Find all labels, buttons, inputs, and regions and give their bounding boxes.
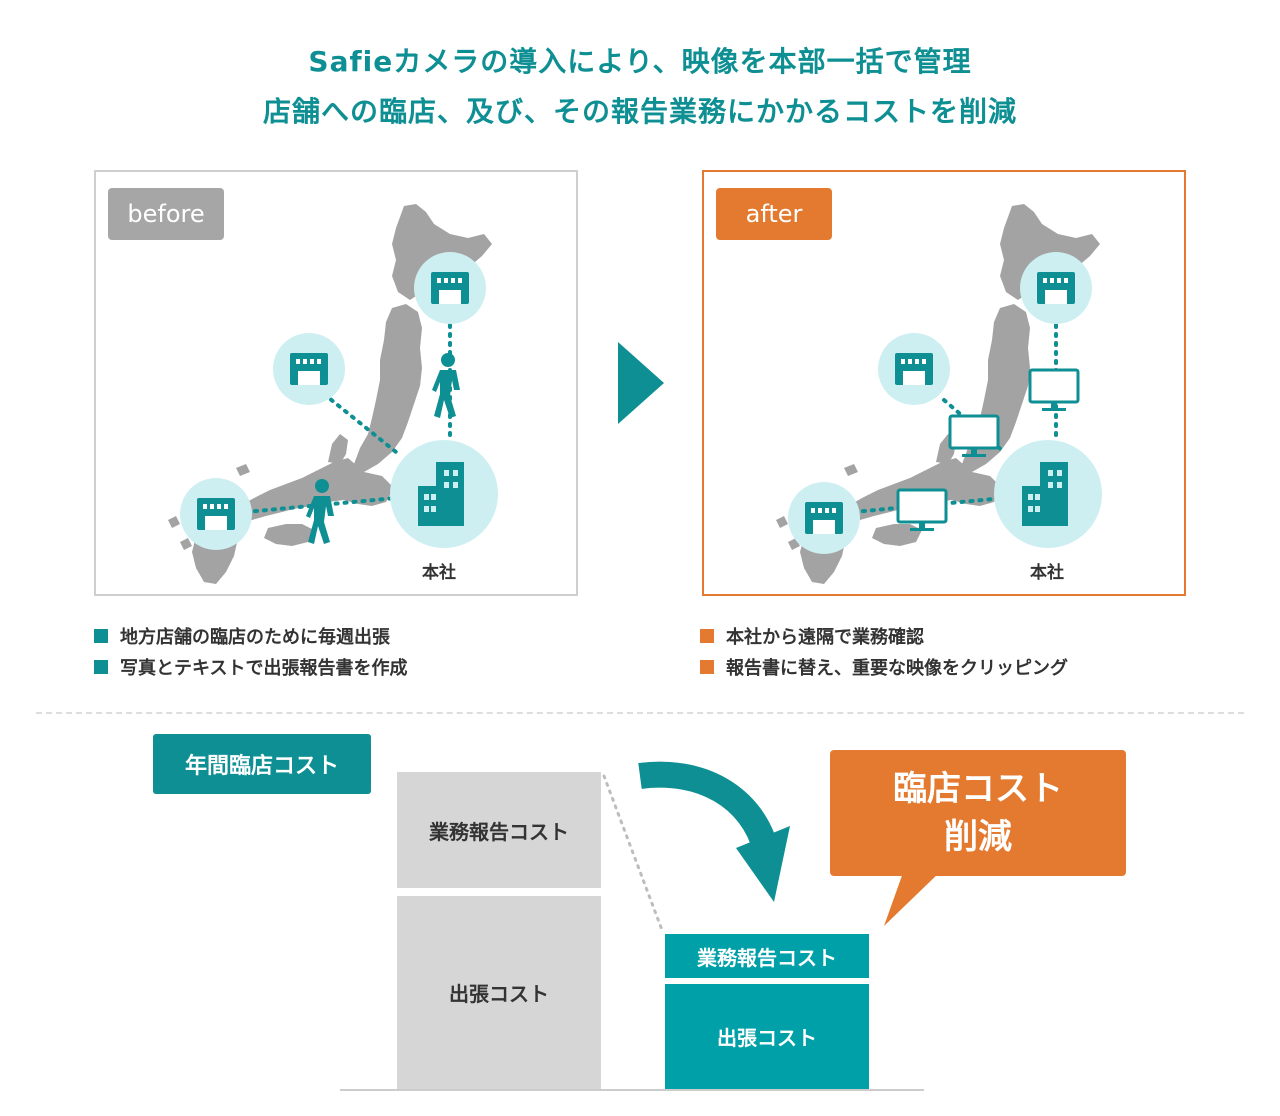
section-divider: [36, 712, 1244, 714]
hq-label-after: 本社: [1030, 563, 1064, 583]
before-bullets: 地方店舗の臨店のために毎週出張 写真とテキストで出張報告書を作成: [94, 620, 407, 682]
annual-cost-label: 年間臨店コスト: [153, 734, 371, 794]
callout-tail: [884, 870, 942, 926]
bullet-square-icon: [94, 659, 108, 674]
bullet-square-icon: [700, 659, 714, 674]
headline-line-1: Safieカメラの導入により、映像を本部一括で管理: [308, 45, 972, 78]
list-item: 写真とテキストで出張報告書を作成: [94, 651, 407, 682]
monitor-icon: [1028, 368, 1080, 413]
after-report-cost-bar: 業務報告コスト: [665, 934, 869, 978]
person-walking-icon: [432, 353, 460, 418]
bullet-square-icon: [94, 628, 108, 643]
store-icon: [895, 353, 933, 385]
bullet-text: 写真とテキストで出張報告書を作成: [120, 657, 408, 679]
after-panel: after 本社: [702, 170, 1186, 596]
curved-arrow-icon: [638, 761, 779, 854]
bullet-text: 本社から遠隔で業務確認: [726, 626, 924, 648]
callout-line-2: 削減: [944, 817, 1012, 857]
store-icon: [431, 272, 469, 304]
list-item: 地方店舗の臨店のために毎週出張: [94, 620, 407, 651]
bullet-text: 報告書に替え、重要な映像をクリッピング: [726, 657, 1068, 679]
callout-line-1: 臨店コスト: [893, 769, 1063, 809]
hq-label-before: 本社: [422, 563, 456, 583]
chart-baseline: [340, 1089, 924, 1091]
store-icon: [805, 502, 843, 534]
curved-arrow-head-icon: [736, 826, 790, 902]
before-tag: before: [108, 188, 224, 240]
after-bullets: 本社から遠隔で業務確認 報告書に替え、重要な映像をクリッピング: [700, 620, 1068, 682]
store-icon: [197, 498, 235, 530]
arrow-right-icon: [618, 342, 664, 424]
after-travel-cost-bar: 出張コスト: [665, 984, 869, 1089]
before-travel-cost-bar: 出張コスト: [397, 896, 601, 1089]
cost-reduction-callout: 臨店コスト 削減: [830, 750, 1126, 876]
store-icon: [1037, 272, 1075, 304]
before-map-diagram: [168, 204, 498, 584]
connector-west-before: [322, 392, 398, 454]
bullet-text: 地方店舗の臨店のために毎週出張: [120, 626, 390, 648]
list-item: 本社から遠隔で業務確認: [700, 620, 1068, 651]
reduction-dotted-line: [602, 774, 664, 932]
before-report-cost-bar: 業務報告コスト: [397, 772, 601, 888]
bullet-square-icon: [700, 628, 714, 643]
store-icon: [290, 353, 328, 385]
headline-line-2: 店舗への臨店、及び、その報告業務にかかるコストを削減: [262, 95, 1017, 128]
after-tag: after: [716, 188, 832, 240]
before-panel: before 本社: [94, 170, 578, 596]
after-map-diagram: [776, 204, 1102, 584]
list-item: 報告書に替え、重要な映像をクリッピング: [700, 651, 1068, 682]
